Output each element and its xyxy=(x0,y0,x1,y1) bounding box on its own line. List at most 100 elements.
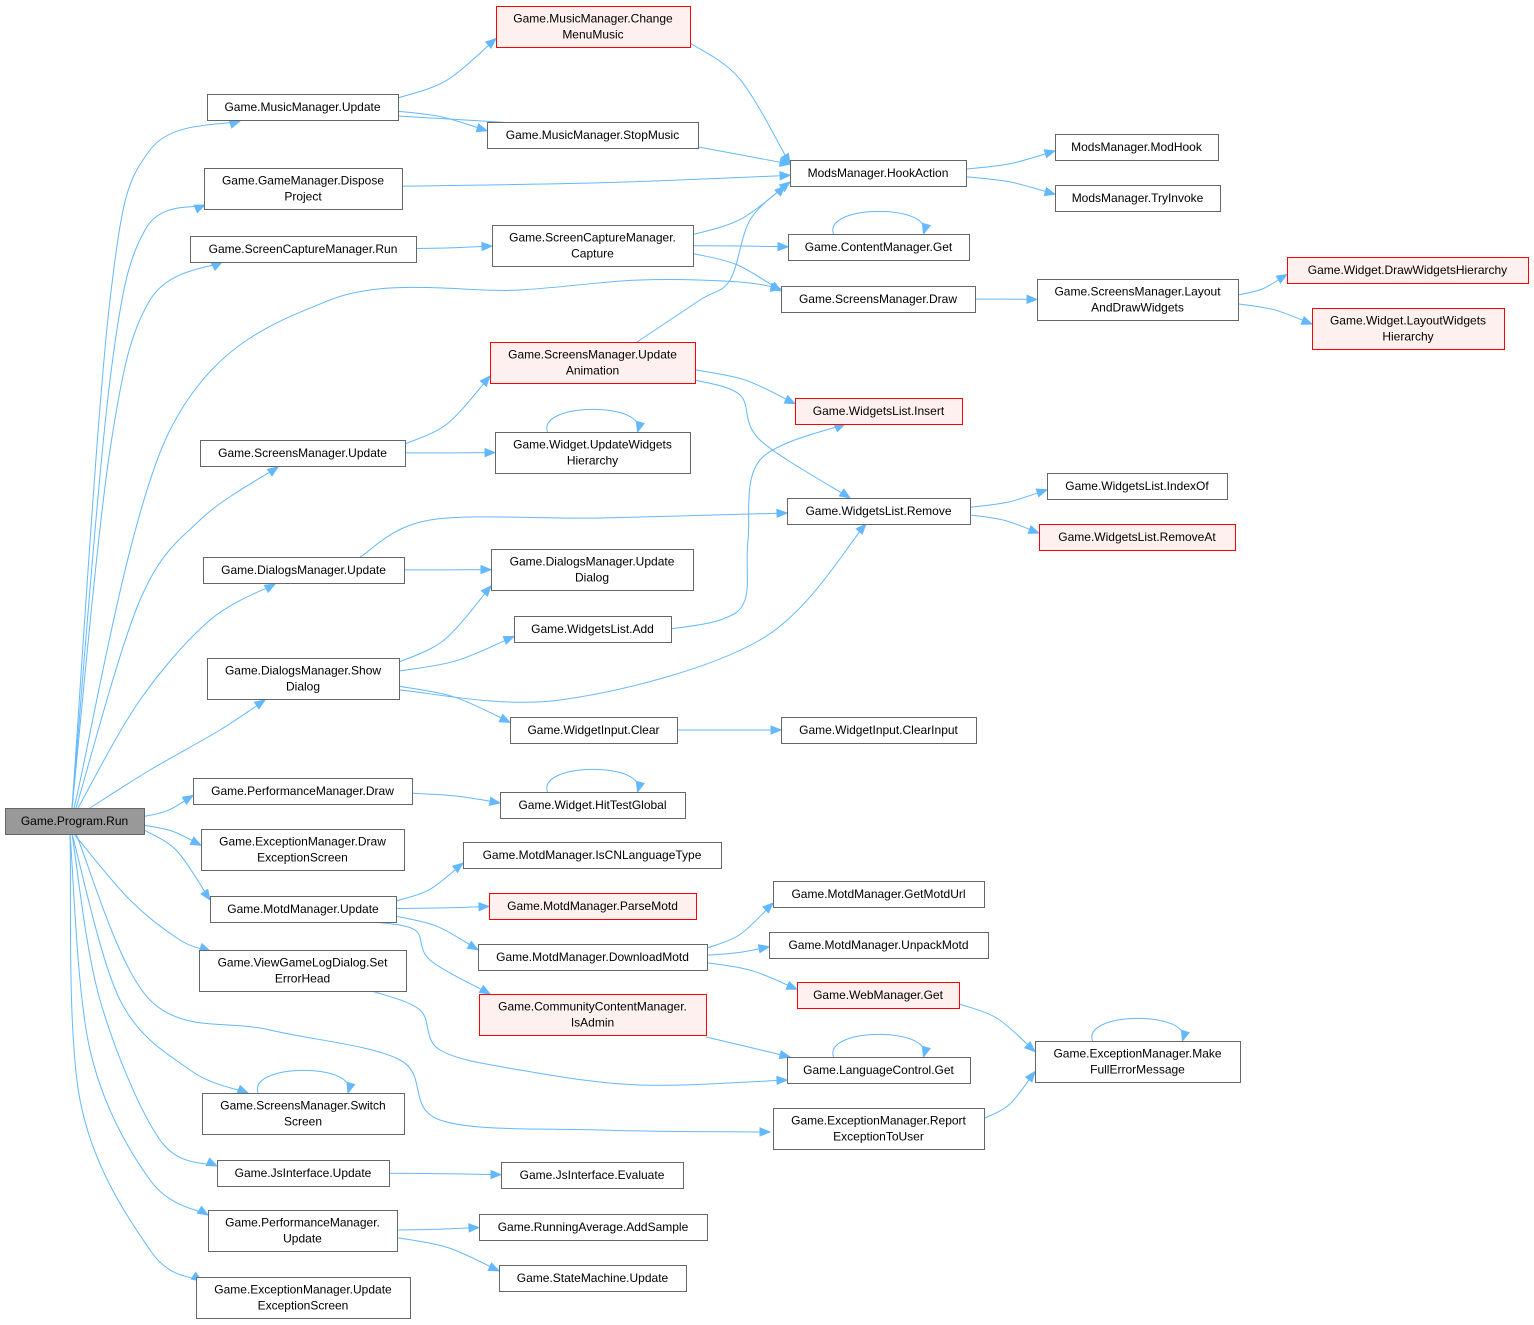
node-wl-add[interactable]: Game.WidgetsList.Add xyxy=(514,616,672,643)
node-label-line: Game.WebManager.Get xyxy=(813,988,944,1002)
node-web-get[interactable]: Game.WebManager.Get xyxy=(797,982,960,1009)
edge-scm_capture-to-cm_get-arrowhead xyxy=(777,241,790,252)
node-box xyxy=(217,1160,390,1187)
node-label-line: Game.WidgetsList.RemoveAt xyxy=(1058,530,1216,544)
edge-mods_hook-to-mods_modhook xyxy=(965,150,1056,170)
node-box xyxy=(495,432,691,474)
node-label-line: Game.Widget.UpdateWidgets xyxy=(513,438,672,452)
node-js-update[interactable]: Game.JsInterface.Update xyxy=(217,1160,390,1187)
node-motd-unpack[interactable]: Game.MotdManager.UnpackMotd xyxy=(769,932,989,959)
node-em-make[interactable]: Game.ExceptionManager.MakeFullErrorMessa… xyxy=(1035,1041,1241,1083)
node-dm-update[interactable]: Game.DialogsManager.Update xyxy=(203,557,405,584)
node-label-line: ExceptionToUser xyxy=(833,1130,924,1144)
node-w-hittest[interactable]: Game.Widget.HitTestGlobal xyxy=(500,792,686,819)
node-label-line: Game.MotdManager.GetMotdUrl xyxy=(791,887,965,901)
edge-wl_add-to-wl_insert-arrowhead xyxy=(833,423,847,433)
node-js-eval[interactable]: Game.JsInterface.Evaluate xyxy=(501,1162,684,1189)
node-box xyxy=(1047,473,1228,500)
node-em-draw[interactable]: Game.ExceptionManager.DrawExceptionScree… xyxy=(201,829,405,871)
edge-run-to-sm_update xyxy=(75,466,279,809)
edge-mods_hook-to-mods_tryinvoke xyxy=(965,176,1056,195)
node-em-updscreen[interactable]: Game.ExceptionManager.UpdateExceptionScr… xyxy=(196,1277,411,1319)
edge-wl_remove-to-wl_indexof xyxy=(969,489,1048,508)
node-cm-get[interactable]: Game.ContentManager.Get xyxy=(788,234,970,261)
edge-sm_draw-to-sm_layout-arrowhead xyxy=(1026,294,1039,305)
node-motd-iscn[interactable]: Game.MotdManager.IsCNLanguageType xyxy=(463,842,722,869)
node-sm-draw[interactable]: Game.ScreensManager.Draw xyxy=(781,286,976,313)
edge-lc_get-to-lc_get xyxy=(832,1033,925,1058)
edge-wi_clear-to-wi_clearinput-arrowhead xyxy=(770,725,783,735)
node-motd-update[interactable]: Game.MotdManager.Update xyxy=(210,896,397,923)
node-stm-update[interactable]: Game.StateMachine.Update xyxy=(499,1265,687,1292)
node-scm-capture[interactable]: Game.ScreenCaptureManager.Capture xyxy=(492,225,694,267)
edges-layer xyxy=(69,37,1314,1282)
edge-js_update-to-js_eval xyxy=(388,1172,502,1176)
edge-w_hittest-to-w_hittest xyxy=(546,768,639,793)
edge-run-to-dm_update xyxy=(77,583,276,809)
edge-mm_change-to-mods_hook xyxy=(689,42,791,165)
node-mm-update[interactable]: Game.MusicManager.Update xyxy=(207,94,399,121)
node-label-line: Animation xyxy=(566,364,619,378)
node-label-line: Game.ContentManager.Get xyxy=(805,240,953,254)
node-scm-run[interactable]: Game.ScreenCaptureManager.Run xyxy=(190,236,417,263)
edge-motd_update-to-motd_parse xyxy=(395,905,490,910)
node-wi-clearinput[interactable]: Game.WidgetInput.ClearInput xyxy=(781,717,977,744)
edge-em_make-to-em_make xyxy=(1091,1017,1184,1042)
edge-pm_draw-to-w_hittest-arrowhead xyxy=(488,796,502,806)
node-wl-remove[interactable]: Game.WidgetsList.Remove xyxy=(787,498,971,525)
node-sm-update[interactable]: Game.ScreensManager.Update xyxy=(200,440,406,467)
node-motd-geturl[interactable]: Game.MotdManager.GetMotdUrl xyxy=(773,881,985,908)
node-mods-modhook[interactable]: ModsManager.ModHook xyxy=(1055,134,1219,161)
edge-run-to-js_update xyxy=(71,833,218,1167)
node-em-report[interactable]: Game.ExceptionManager.ReportExceptionToU… xyxy=(773,1108,985,1150)
edge-run-to-js_update-arrowhead xyxy=(205,1157,219,1167)
edge-run-to-dm_show-arrowhead xyxy=(253,699,267,710)
edge-run-to-dm_update-arrowhead xyxy=(263,583,277,594)
node-label-line: Game.MotdManager.Update xyxy=(227,902,379,916)
edge-run-to-sm_switch-arrowhead xyxy=(236,1084,250,1094)
node-mods-hook[interactable]: ModsManager.HookAction xyxy=(790,160,967,187)
node-pm-draw[interactable]: Game.PerformanceManager.Draw xyxy=(193,778,413,805)
node-label-line: Game.MusicManager.Change xyxy=(513,12,673,26)
node-motd-download[interactable]: Game.MotdManager.DownloadMotd xyxy=(478,944,708,971)
node-run[interactable]: Game.Program.Run xyxy=(5,808,145,835)
node-ccm-isadmin[interactable]: Game.CommunityContentManager. IsAdmin xyxy=(479,994,707,1036)
node-mm-stop[interactable]: Game.MusicManager.StopMusic xyxy=(487,122,699,149)
node-wi-clear[interactable]: Game.WidgetInput.Clear xyxy=(510,717,678,744)
node-label-line: IsAdmin xyxy=(571,1016,614,1030)
edge-pm_update-to-ra_add-arrowhead xyxy=(468,1223,481,1233)
node-label-line: Game.MotdManager.UnpackMotd xyxy=(788,938,968,952)
edge-vgl_set-to-lc_get-arrowhead xyxy=(776,1075,789,1086)
node-label-line: Game.MusicManager.StopMusic xyxy=(506,128,679,142)
edge-run-to-sm_switch xyxy=(71,833,249,1094)
node-lc-get[interactable]: Game.LanguageControl.Get xyxy=(787,1057,971,1084)
node-pm-update[interactable]: Game.PerformanceManager.Update xyxy=(208,1210,398,1252)
edge-sm_switch-to-sm_switch-arrowhead xyxy=(346,1081,356,1095)
node-box xyxy=(1312,308,1505,350)
edge-pm_update-to-stm_update-arrowhead xyxy=(487,1262,501,1272)
node-ra-add[interactable]: Game.RunningAverage.AddSample xyxy=(479,1214,708,1241)
edge-dm_show-to-wl_add xyxy=(398,635,515,672)
node-label-line: Game.JsInterface.Update xyxy=(235,1166,372,1180)
node-label-line: Game.CommunityContentManager. xyxy=(498,1000,687,1014)
node-wl-indexof[interactable]: Game.WidgetsList.IndexOf xyxy=(1047,473,1228,500)
node-box xyxy=(781,717,977,744)
node-label-line: Hierarchy xyxy=(1382,330,1433,344)
node-mods-tryinvoke[interactable]: ModsManager.TryInvoke xyxy=(1055,185,1221,212)
edge-gm_dispose-to-mods_hook xyxy=(401,174,791,187)
node-motd-parse[interactable]: Game.MotdManager.ParseMotd xyxy=(489,893,697,920)
node-w-drawhier[interactable]: Game.Widget.DrawWidgetsHierarchy xyxy=(1287,257,1529,284)
node-wl-insert[interactable]: Game.WidgetsList.Insert xyxy=(795,398,963,425)
node-label-line: Game.MotdManager.ParseMotd xyxy=(507,899,678,913)
node-wl-removeat[interactable]: Game.WidgetsList.RemoveAt xyxy=(1039,524,1236,551)
